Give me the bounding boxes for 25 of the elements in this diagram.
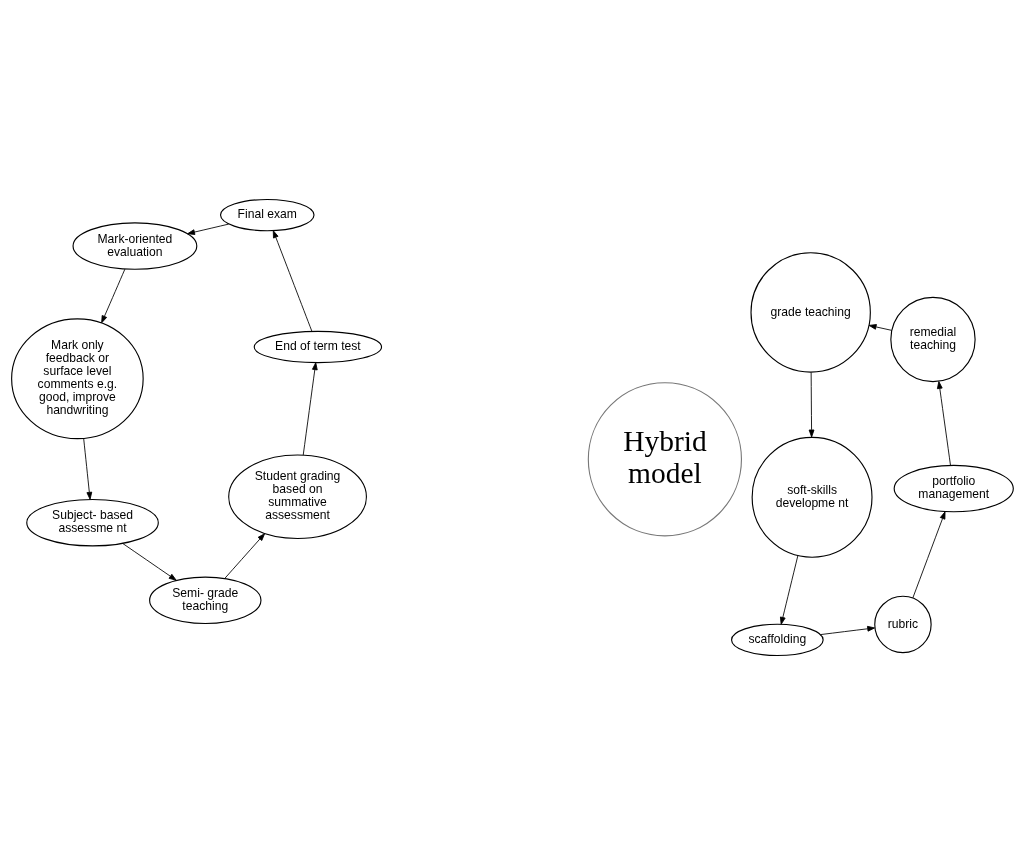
node-circle: grade teaching bbox=[750, 251, 871, 373]
arrow bbox=[122, 542, 177, 581]
arrow bbox=[187, 223, 230, 235]
arrow bbox=[912, 510, 946, 598]
node-circle: soft-skills developme nt bbox=[751, 436, 873, 558]
arrow bbox=[780, 554, 799, 625]
arrow bbox=[808, 371, 815, 437]
node-ellipse: Final exam bbox=[219, 198, 315, 231]
arrow bbox=[101, 268, 126, 323]
arrow bbox=[272, 229, 313, 332]
node-ellipse: End of term test bbox=[253, 330, 383, 363]
node-circle: remedial teaching bbox=[890, 296, 976, 382]
arrow bbox=[936, 380, 951, 466]
node-ellipse: Subject- based assessme nt bbox=[26, 498, 159, 546]
node-circle: Hybrid model bbox=[587, 381, 742, 536]
node-ellipse: Semi- grade teaching bbox=[149, 576, 262, 624]
arrow bbox=[224, 532, 266, 579]
arrow bbox=[302, 361, 318, 455]
node-ellipse: portfolio management bbox=[893, 464, 1014, 512]
arrow bbox=[83, 438, 93, 500]
node-ellipse: scaffolding bbox=[731, 623, 824, 656]
node-circle: Mark only feedback or surface level comments e.g. good, improve handwriting bbox=[11, 317, 144, 439]
arrow bbox=[820, 625, 876, 635]
arrow bbox=[868, 323, 892, 331]
node-circle: rubric bbox=[874, 595, 932, 653]
